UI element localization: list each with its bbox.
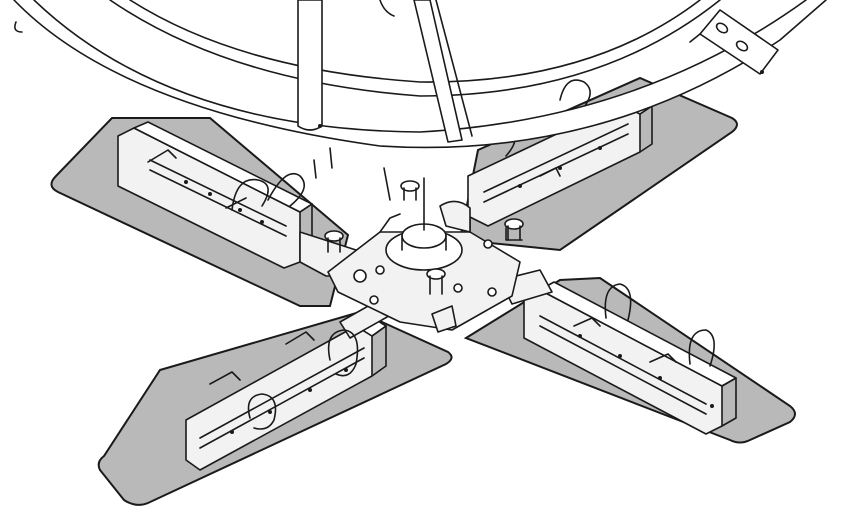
- circular-frame: [13, 0, 827, 149]
- ring-mount-left: [313, 147, 333, 179]
- center-hub: [324, 177, 524, 333]
- ring-mount-center: [383, 167, 391, 201]
